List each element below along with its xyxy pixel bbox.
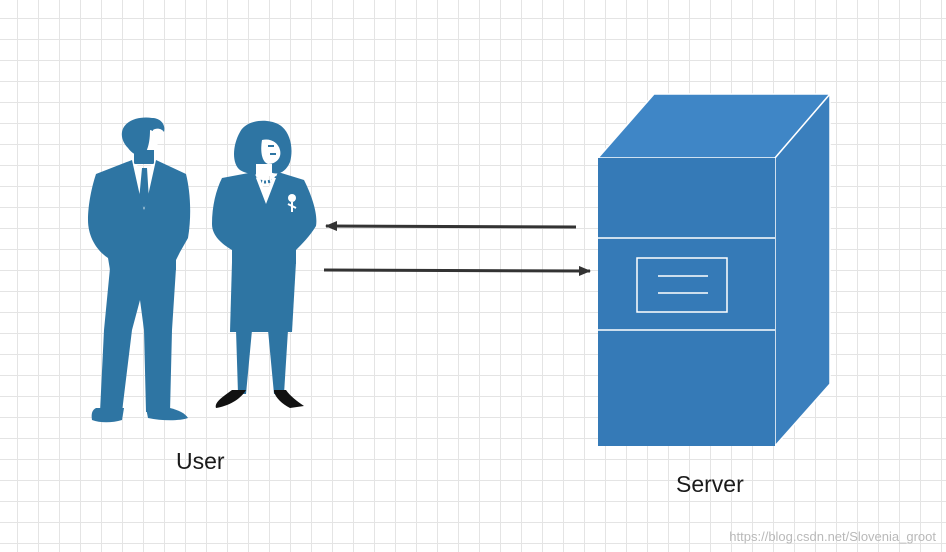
watermark-text: https://blog.csdn.net/Slovenia_groot: [729, 529, 936, 544]
server-icon: [596, 91, 832, 448]
arrow-server-to-user: [325, 221, 577, 232]
arrow-user-to-server: [323, 265, 591, 276]
user-label: User: [176, 448, 225, 474]
server-label: Server: [676, 471, 744, 497]
man-figure-icon: [88, 117, 191, 423]
woman-figure-icon: [212, 120, 317, 408]
